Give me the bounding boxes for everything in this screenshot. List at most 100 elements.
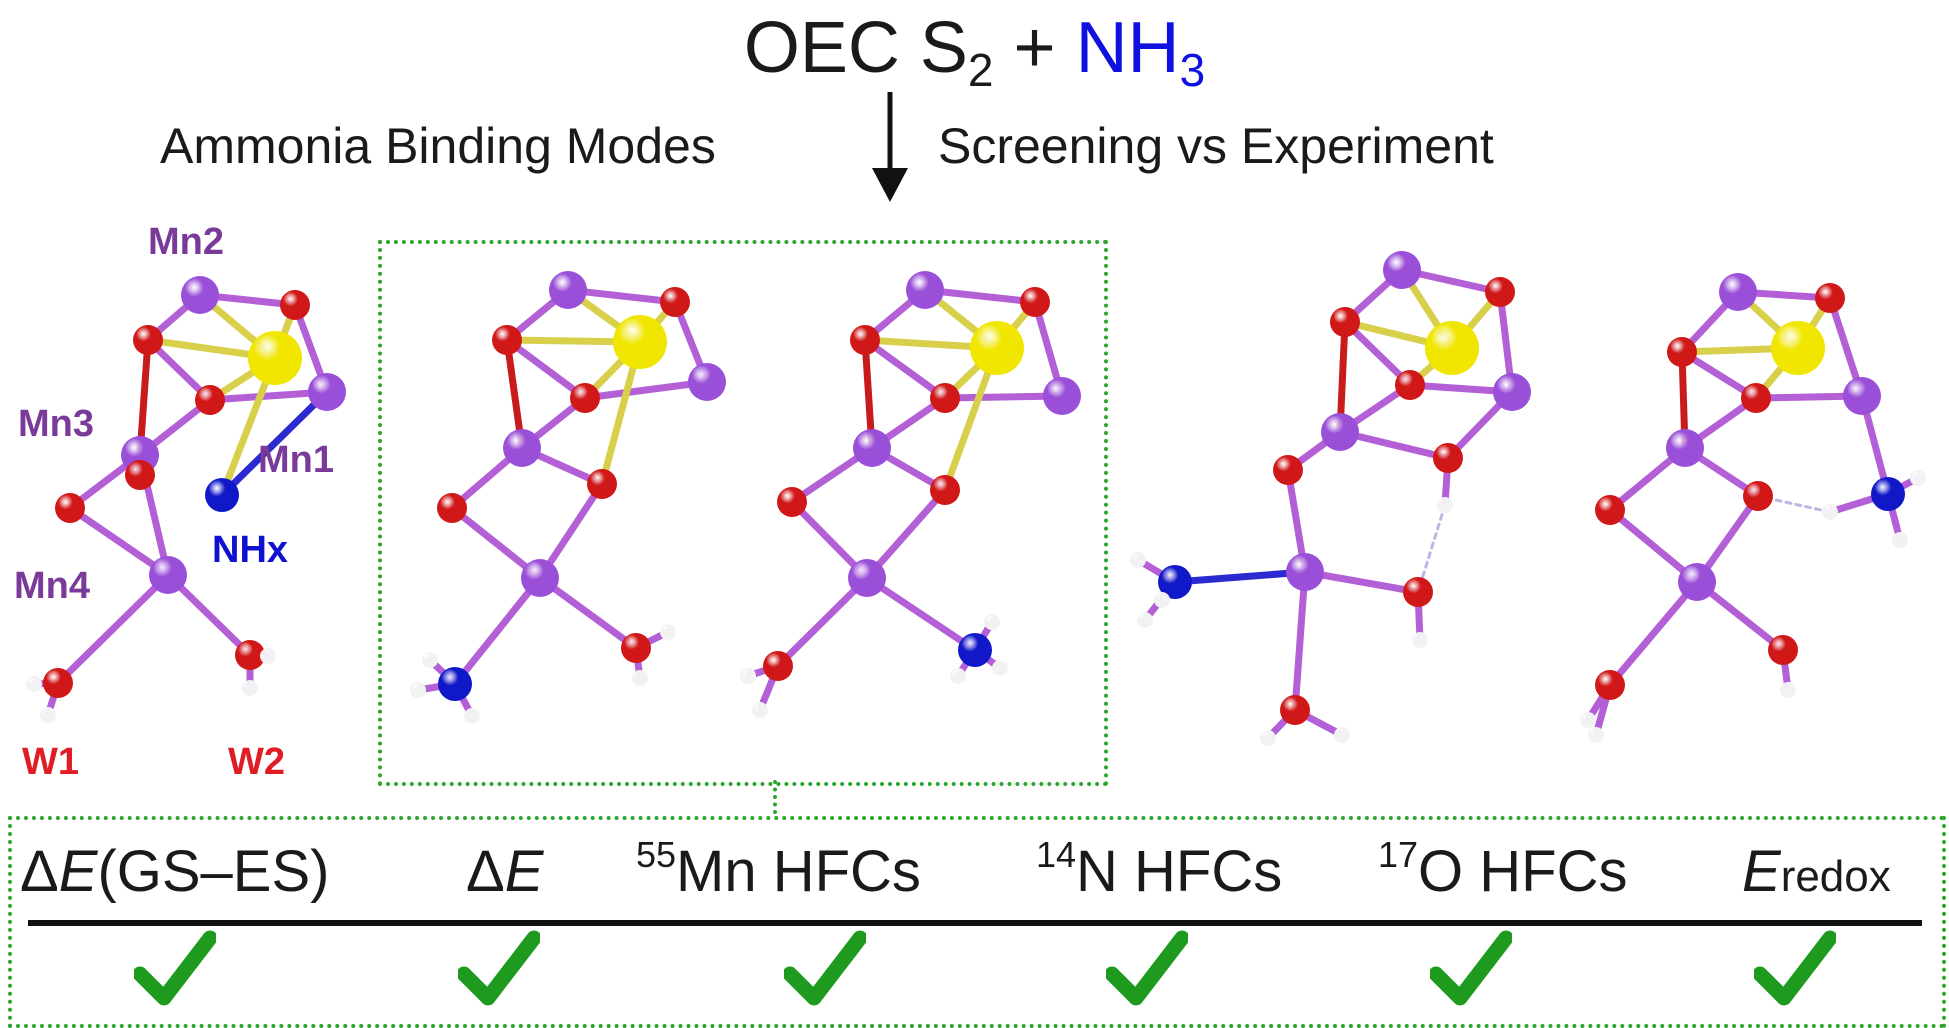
oxygen-atom	[195, 385, 225, 415]
manganese-atom	[149, 556, 187, 594]
structure-mode-c	[1130, 251, 1531, 746]
bond	[206, 388, 331, 404]
oxygen-atom	[1595, 670, 1625, 700]
label-nhx: NHx	[212, 529, 289, 571]
criterion-variable: E	[1742, 839, 1781, 904]
hydrogen-atom	[422, 652, 438, 668]
bond	[1171, 568, 1309, 586]
bond	[503, 336, 589, 402]
molecular-structures	[26, 251, 1926, 746]
hydrogen-atom	[984, 614, 1000, 630]
oxygen-atom	[1595, 495, 1625, 525]
criterion-e-redox: Eredox	[1742, 836, 1891, 913]
hydrogen-atom	[40, 707, 56, 723]
calcium-atom	[1425, 321, 1479, 375]
label-mn2: Mn2	[148, 221, 224, 263]
oxygen-atom	[850, 325, 880, 355]
oxygen-atom	[1485, 277, 1515, 307]
hydrogen-atom	[1780, 682, 1796, 698]
hydrogen-atom	[1822, 504, 1838, 520]
hydrogen-atom	[1130, 552, 1146, 568]
oxygen-atom	[235, 640, 265, 670]
oxygen-atom	[763, 651, 793, 681]
hydrogen-atom	[1910, 470, 1926, 486]
structure-mode-d	[1580, 273, 1926, 743]
bond	[1301, 568, 1422, 596]
calcium-atom	[248, 331, 302, 385]
oxygen-atom	[437, 493, 467, 523]
criterion-isotope: 17	[1378, 834, 1419, 875]
hydrogen-atom	[410, 682, 426, 698]
oxygen-atom	[1280, 695, 1310, 725]
hydrogen-atom	[752, 702, 768, 718]
manganese-atom	[1678, 563, 1716, 601]
oxygen-atom	[1020, 287, 1050, 317]
figure-title: OEC S2 + NH3	[0, 8, 1949, 110]
structure-mode-b	[740, 271, 1081, 718]
criterion-text: Mn HFCs	[676, 839, 921, 904]
label-mn3: Mn3	[18, 403, 94, 445]
oxygen-atom	[1815, 283, 1845, 313]
criterion-symbol: Δ	[466, 839, 505, 904]
criterion-suffix: (GS–ES)	[97, 839, 330, 904]
manganese-atom	[853, 429, 891, 467]
label-mn4: Mn4	[14, 565, 90, 607]
hydrogen-bond	[1416, 503, 1447, 594]
box-connector	[773, 780, 777, 814]
oxygen-atom	[930, 383, 960, 413]
bond	[1606, 578, 1701, 689]
hydrogen-atom	[464, 708, 480, 724]
oxygen-atom	[1667, 337, 1697, 367]
criterion-variable: E	[504, 839, 544, 904]
title-prefix: OEC S	[743, 8, 968, 88]
check-icon	[458, 930, 540, 1006]
subtitle-right: Screening vs Experiment	[938, 118, 1494, 174]
structure-reference	[26, 276, 346, 723]
bond	[451, 574, 544, 688]
manganese-atom	[1286, 553, 1324, 591]
oxygen-atom	[492, 325, 522, 355]
manganese-atom	[503, 429, 541, 467]
manganese-atom	[1383, 251, 1421, 289]
criteria-box	[8, 816, 1946, 1028]
hydrogen-atom	[992, 660, 1008, 676]
hydrogen-atom	[1437, 497, 1453, 513]
check-icon	[1754, 930, 1836, 1006]
calcium-atom	[613, 315, 667, 369]
bond	[774, 574, 871, 670]
oxygen-atom	[280, 290, 310, 320]
nitrogen-atom	[1871, 477, 1905, 511]
manganese-atom	[1843, 377, 1881, 415]
manganese-atom	[688, 363, 726, 401]
bond	[861, 336, 949, 402]
nitrogen-atom	[1158, 565, 1192, 599]
criterion-delta-e: ΔE	[466, 836, 543, 908]
criteria-rule	[28, 920, 1922, 926]
oxygen-atom	[930, 475, 960, 505]
hydrogen-atom	[1137, 612, 1153, 628]
manganese-atom	[1666, 429, 1704, 467]
subtitle-left: Ammonia Binding Modes	[160, 118, 716, 174]
bond	[581, 378, 711, 402]
check-icon	[1430, 930, 1512, 1006]
oxygen-atom	[660, 287, 690, 317]
criterion-text: N HFCs	[1076, 839, 1283, 904]
hydrogen-atom	[632, 670, 648, 686]
manganese-atom	[1321, 413, 1359, 451]
nitrogen-atom	[438, 667, 472, 701]
nitrogen-atom	[958, 633, 992, 667]
hydrogen-atom	[1580, 712, 1596, 728]
hydrogen-atom	[1260, 730, 1276, 746]
manganese-atom	[906, 271, 944, 309]
down-arrow-icon	[872, 92, 908, 202]
label-w2: W2	[228, 741, 285, 783]
criterion-isotope: 14	[1036, 834, 1077, 875]
oxygen-atom	[125, 460, 155, 490]
bond	[218, 388, 331, 499]
oxygen-atom	[43, 668, 73, 698]
bond	[66, 504, 172, 579]
manganese-atom	[521, 559, 559, 597]
criterion-delta-e-gs-es: ΔE(GS–ES)	[20, 836, 330, 908]
hydrogen-atom	[1412, 632, 1428, 648]
bond	[54, 571, 172, 687]
